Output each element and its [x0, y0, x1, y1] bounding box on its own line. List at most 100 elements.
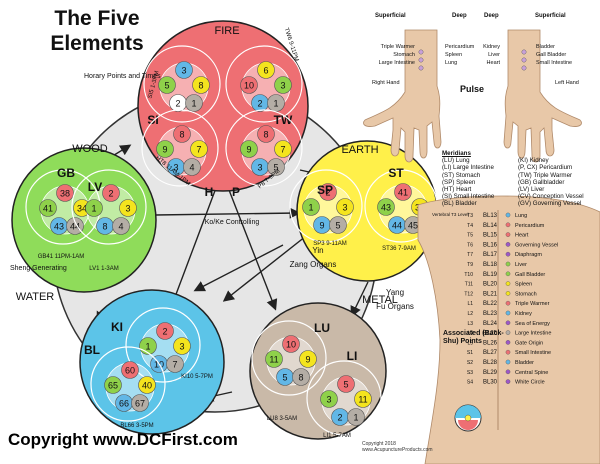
vertebra-label: T7 [467, 252, 473, 258]
shu-point-code: BL23 [483, 311, 498, 317]
brand-logo-center [464, 414, 472, 422]
point-dot [337, 375, 355, 393]
pulse-label: Liver [488, 52, 500, 58]
meridian-item: (SI) Small Intestine [442, 193, 495, 201]
point-number: 44 [70, 222, 80, 232]
point-number: 8 [298, 373, 303, 383]
shu-point-name: Spleen [515, 282, 532, 288]
meridians-right-col: (KI) Kidney (P, CX) Pericardium (TW) Tri… [518, 150, 594, 208]
yang-label: Yang [386, 288, 404, 297]
point-number: 9 [305, 355, 310, 365]
pulse-label: Heart [487, 60, 501, 66]
pulse-superficial-left: Superficial [535, 13, 566, 19]
vertebral-label: Vertebral T3 Level [432, 212, 468, 217]
meridian-item: (LI) Large Intestine [442, 164, 494, 172]
organ-label-lv: LV [88, 180, 102, 194]
point-number: 2 [108, 189, 113, 199]
point-number: 5 [343, 380, 348, 390]
organ-label-sp: SP [317, 183, 333, 197]
point-dot [66, 217, 84, 235]
pulse-label: Large Intestine [379, 60, 415, 66]
point-number: 2 [175, 99, 180, 109]
pulse-label: Bladder [536, 44, 555, 50]
point-number: 5 [164, 81, 169, 91]
shu-point-dot [505, 310, 511, 316]
meridians-title: Meridians [442, 150, 471, 157]
point-dot [240, 140, 258, 158]
vertebra-label: T10 [464, 272, 473, 278]
shu-point-dot [505, 271, 511, 277]
point-number: 2 [337, 413, 342, 423]
organ-ring-ki [125, 307, 201, 383]
vertebra-label: S4 [467, 380, 473, 386]
point-number: 8 [198, 81, 203, 91]
vertebra-label: T4 [467, 223, 473, 229]
vertebra-label: T6 [467, 242, 473, 248]
shu-point-code: BL26 [483, 340, 498, 346]
meridian-item: (GV) Governing Vessel [518, 200, 582, 208]
right-hand-label: Right Hand [372, 80, 400, 86]
shu-point-code: BL13 [483, 213, 498, 219]
organ-ring-bl [90, 346, 166, 422]
point-dot [257, 125, 275, 143]
point-number: 65 [108, 381, 118, 391]
point-dot [192, 76, 210, 94]
left-hand-illustration [503, 29, 582, 163]
hand-shape [363, 29, 442, 163]
pulse-point [521, 49, 527, 55]
vertebra-label: L2 [467, 311, 473, 317]
organ-label-bl: BL [84, 343, 100, 357]
element-name-wood: WOOD [72, 143, 107, 155]
horary-point-lu: LU8 3-5AM [267, 416, 297, 422]
point-number: 3 [181, 66, 186, 76]
shu-point-name: Gate Origin [515, 340, 543, 346]
pulse-label: Lung [445, 60, 457, 66]
left-hand-label: Left Hand [555, 80, 579, 86]
organ-ring-si [143, 45, 221, 123]
shu-point-code: BL24 [483, 321, 498, 327]
vertebra-label: T5 [467, 233, 473, 239]
vertebra-label: T9 [467, 262, 473, 268]
shu-point-name: Diaphragm [515, 252, 542, 258]
cycle-arrow [193, 244, 284, 292]
shu-point-code: BL19 [483, 272, 498, 278]
copyright-text: Copyright www.DCFirst.com [8, 430, 238, 449]
meridians-legend: Meridians (LU) Lung (LI) Large Intestine… [442, 150, 597, 208]
shu-point-dot [505, 330, 511, 335]
point-dot [302, 198, 320, 216]
point-dot [39, 199, 57, 217]
point-dot [267, 158, 285, 176]
sheng-label: Sheng Generating [10, 265, 67, 272]
point-dot [320, 390, 338, 408]
shu-point-dot [505, 222, 511, 228]
point-number: 11 [358, 395, 367, 405]
point-number: 3 [173, 163, 178, 173]
point-number: 7 [196, 145, 201, 155]
shu-point-dot [505, 349, 511, 355]
meridian-item: (HT) Heart [442, 186, 472, 194]
shu-point-dot [505, 232, 511, 237]
pulse-point [418, 57, 424, 63]
pulse-label: Stomach [393, 52, 415, 58]
point-dot [299, 350, 317, 368]
point-number: 11 [269, 355, 278, 365]
horary-point-sp: SP3 9-11AM [313, 241, 347, 247]
shu-point-name: Pericardium [515, 223, 545, 229]
point-number: 66 [119, 399, 129, 409]
shu-point-dot [505, 300, 511, 306]
shu-point-code: BL22 [483, 301, 498, 307]
point-dot [138, 376, 156, 394]
shu-point-name: White Circle [515, 380, 545, 386]
shu-point-code: BL17 [483, 252, 498, 258]
right-hand-illustration [363, 29, 442, 163]
shu-point-name: Bladder [515, 360, 534, 366]
point-dot [265, 350, 283, 368]
zang-label: Zang Organs [290, 260, 337, 269]
brand-logo-top [455, 405, 481, 418]
small-copyright: Copyright 2018 www.AcupunctureProducts.c… [362, 441, 433, 453]
shu-point-dot [505, 379, 511, 384]
shu-point-code: BL20 [483, 282, 498, 288]
point-number: 41 [398, 188, 408, 198]
point-number: 9 [319, 221, 324, 231]
point-dot [240, 76, 258, 94]
